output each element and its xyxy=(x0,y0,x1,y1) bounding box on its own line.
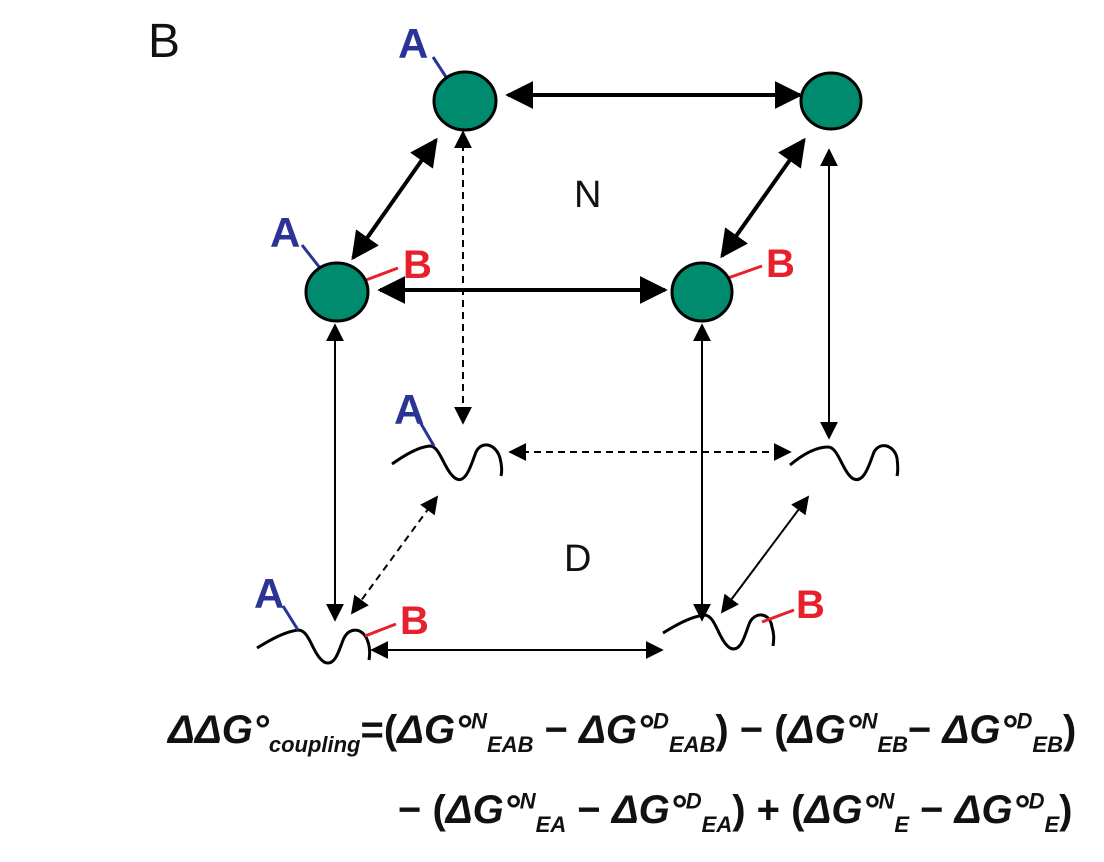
arrow-left-depth xyxy=(351,137,438,261)
coupling-equation-line-1: ΔΔG°coupling=(ΔG°NEAB − ΔG°DEAB) − (ΔG°N… xyxy=(168,708,1077,757)
subscript: EA xyxy=(701,812,733,837)
subscript: EAB xyxy=(668,732,716,757)
term-dg-eb-native: ΔG° xyxy=(787,708,862,752)
native-edges xyxy=(351,81,806,304)
subscript: EB xyxy=(877,732,909,757)
mutation-a-label: A xyxy=(270,209,300,256)
chain-denatured-EA: A xyxy=(391,386,504,482)
superscript: D xyxy=(1016,708,1033,734)
superscript: N xyxy=(878,788,895,814)
folding-edges xyxy=(326,130,838,622)
node-native-E xyxy=(799,71,863,131)
arrow-bottom-right-depth xyxy=(720,495,810,614)
mutation-a-label: A xyxy=(394,386,424,433)
coupling-equation-line-2: − (ΔG°NEA − ΔG°DEA) + (ΔG°NE − ΔG°DE) xyxy=(398,788,1073,837)
superscript: D xyxy=(685,788,702,814)
subscript: E xyxy=(1044,812,1060,837)
mutation-b-label: B xyxy=(403,243,432,287)
subscript: E xyxy=(894,812,910,837)
denatured-edges xyxy=(350,443,810,659)
node-native-EA: A xyxy=(398,20,498,132)
term-dg-eab-denatured: ΔG° xyxy=(579,708,654,752)
native-state-label: N xyxy=(574,174,602,216)
arrow-bottom-left-depth xyxy=(350,495,439,615)
superscript: D xyxy=(653,708,669,734)
superscript: N xyxy=(471,708,488,734)
term-dg-e-denatured: ΔG° xyxy=(954,788,1029,832)
term-dg-eb-denatured: ΔG° xyxy=(942,708,1017,752)
arrow-right-depth xyxy=(720,137,806,259)
coupling-subscript: coupling xyxy=(268,732,361,757)
mutation-a-label: A xyxy=(398,20,428,67)
denatured-state-label: D xyxy=(564,538,592,580)
subscript: EB xyxy=(1032,732,1063,757)
mutation-b-label: B xyxy=(766,242,795,286)
superscript: D xyxy=(1028,788,1045,814)
mutation-b-label: B xyxy=(796,583,825,627)
superscript: N xyxy=(519,788,536,814)
superscript: N xyxy=(861,708,878,734)
node-native-EAB: A B xyxy=(270,209,432,323)
node-native-EB: B xyxy=(670,242,795,323)
term-dg-eab-native: ΔG° xyxy=(397,708,472,752)
cube-diagram: A A B B A A B xyxy=(254,20,900,665)
mutation-a-label: A xyxy=(254,570,284,617)
subscript: EAB xyxy=(487,732,534,757)
mutation-b-label: B xyxy=(400,599,429,643)
term-dg-e-native: ΔG° xyxy=(804,788,879,832)
ddg-coupling-symbol: ΔΔG° xyxy=(168,708,269,752)
term-dg-ea-native: ΔG° xyxy=(445,788,520,832)
chain-denatured-EB: B xyxy=(662,583,825,651)
term-dg-ea-denatured: ΔG° xyxy=(611,788,686,832)
chain-denatured-E xyxy=(789,444,900,482)
panel-label: B xyxy=(148,15,181,68)
chain-denatured-EAB: A B xyxy=(254,570,429,665)
subscript: EA xyxy=(535,812,567,837)
